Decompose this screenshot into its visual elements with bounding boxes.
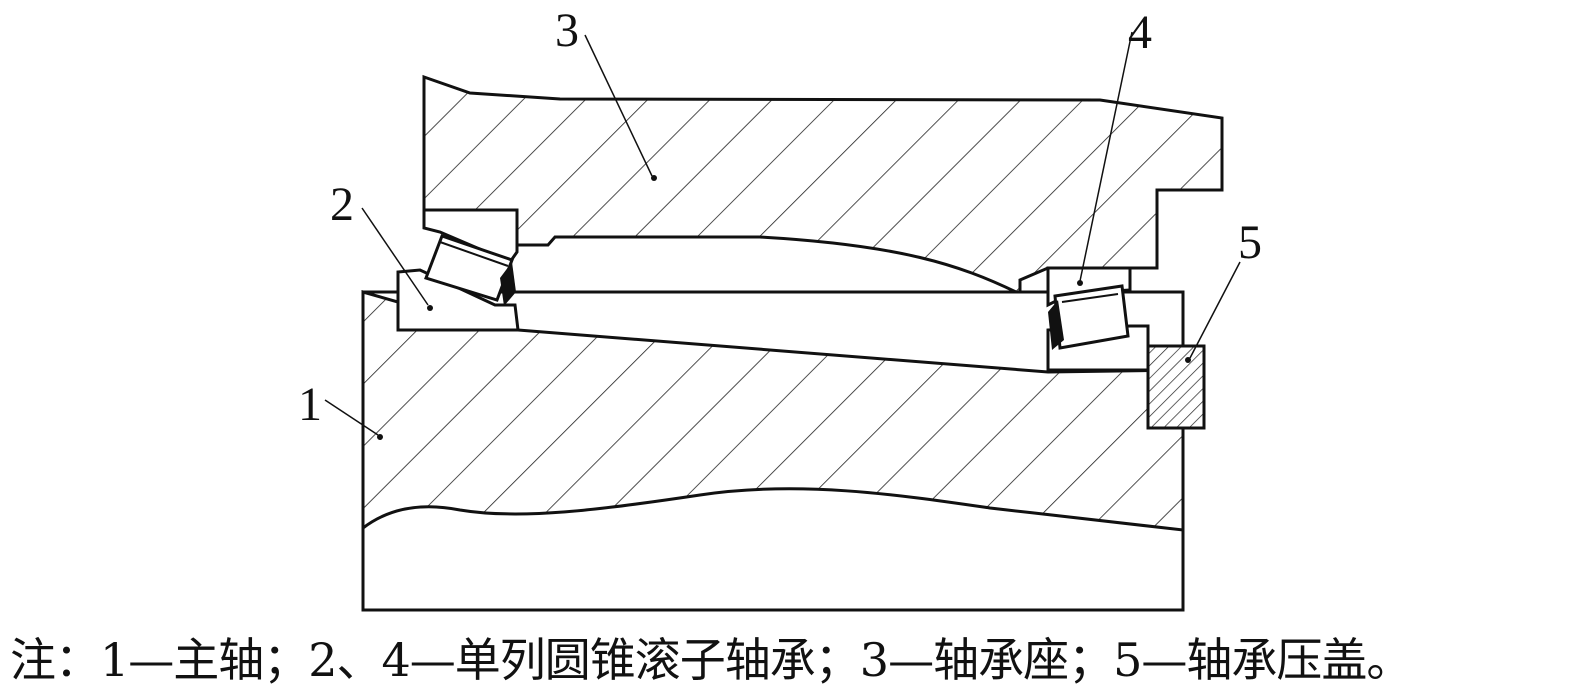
figure-caption: 注：1—主轴；2、4—单列圆锥滚子轴承；3—轴承座；5—轴承压盖。 [10, 633, 1412, 687]
bearing-housing-part [422, 74, 1224, 294]
label-3: 3 [555, 4, 579, 57]
bearing-cover-section [1146, 344, 1206, 430]
housing-center-dot [651, 175, 657, 181]
leader-3 [584, 34, 653, 177]
bearing-housing-hatched-section [422, 74, 1224, 294]
leader-lines [324, 31, 1241, 436]
bearing-right-roller-line [1061, 293, 1119, 303]
bearing-right-center-dot [1077, 280, 1083, 286]
bearing-right-cage [1048, 300, 1064, 350]
label-5: 5 [1238, 216, 1262, 269]
label-4: 4 [1128, 6, 1152, 59]
label-1: 1 [298, 378, 322, 431]
bearing-right-part [1046, 266, 1150, 372]
spindle-center-dot [377, 434, 383, 440]
leader-1 [324, 399, 379, 436]
label-2: 2 [330, 178, 354, 231]
cover-center-dot [1185, 357, 1191, 363]
bearing-left-cage [500, 262, 516, 306]
leader-2 [361, 207, 429, 306]
bearing-left-center-dot [427, 305, 433, 311]
spindle-hatched-section [361, 290, 1185, 532]
bearing-right-roller [1053, 284, 1130, 350]
bearing-left-part [396, 208, 520, 332]
bearing-left-roller-line [439, 241, 509, 267]
spindle-part [361, 290, 1185, 612]
bearing-cover-part [1146, 344, 1206, 430]
leader-4 [1079, 31, 1133, 282]
leader-5 [1189, 261, 1241, 359]
bearing-left-inner-ring [396, 268, 520, 332]
bearing-left-roller [424, 234, 514, 302]
